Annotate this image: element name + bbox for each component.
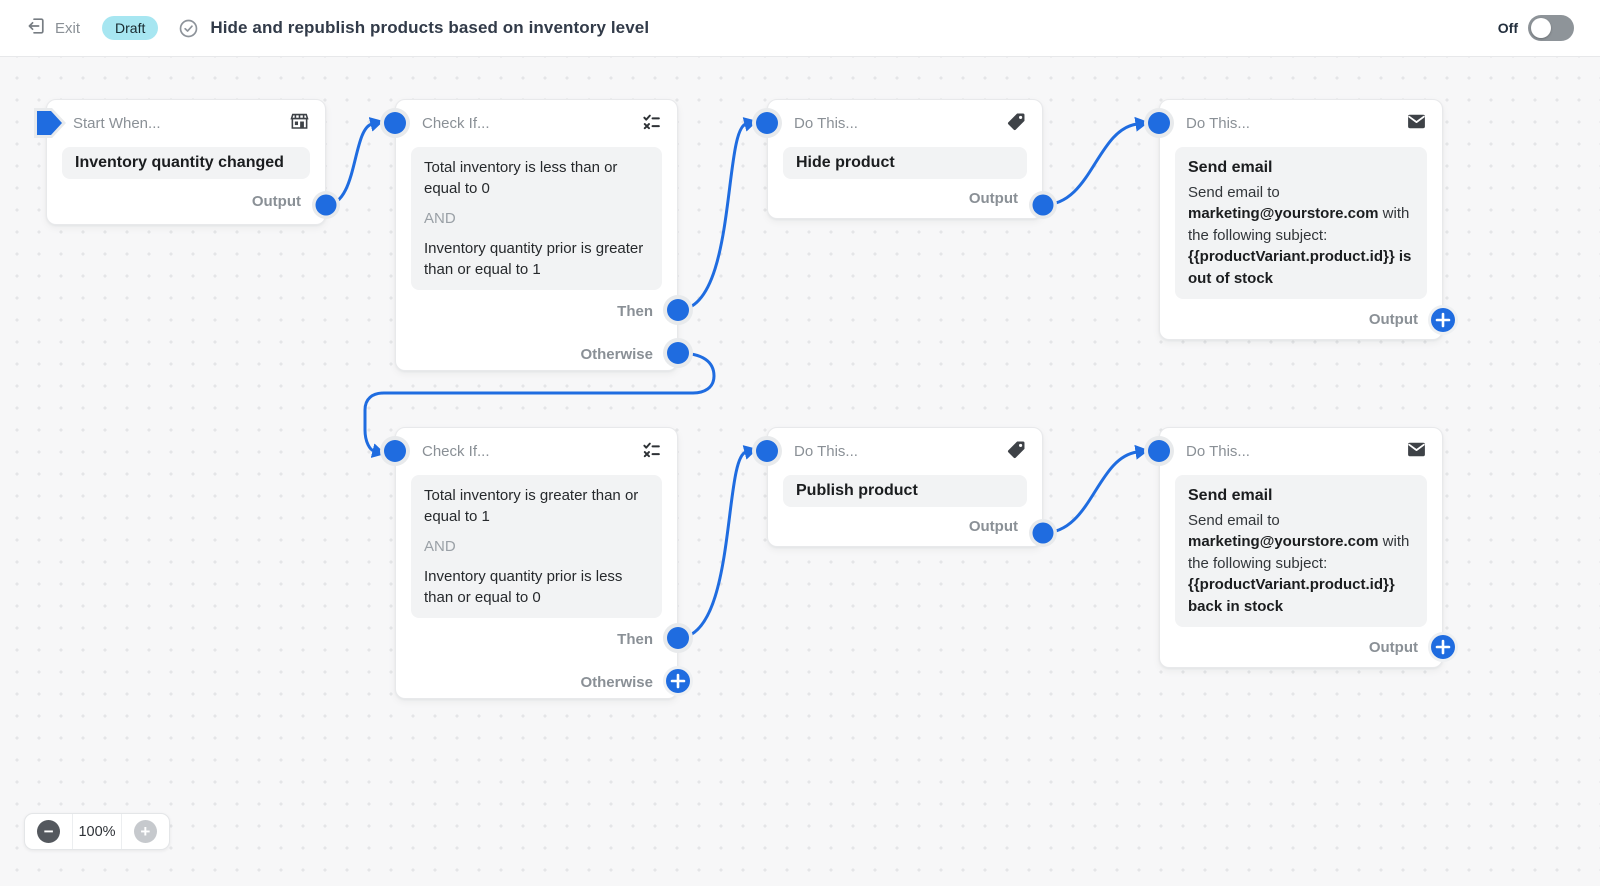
hide-output-label: Output (968, 190, 1018, 207)
email1-output-label: Output (1368, 310, 1418, 328)
then-label: Then (617, 303, 653, 320)
email-summary-box: Send email Send email to marketing@yours… (1175, 147, 1427, 299)
then-label: Then (617, 631, 653, 648)
checklist-icon (641, 439, 662, 465)
email-body: Send email to marketing@yourstore.com wi… (1188, 511, 1410, 615)
store-icon (289, 111, 310, 137)
top-bar: Exit Draft Hide and republish products b… (0, 0, 1600, 57)
publish-output-label: Output (968, 518, 1018, 535)
zoom-in-button[interactable]: + (133, 820, 157, 843)
condition-a: Total inventory is less than or equal to… (424, 159, 618, 197)
exit-button[interactable]: Exit (26, 16, 80, 41)
tag-icon (1006, 439, 1027, 465)
trigger-output-label: Output (251, 193, 301, 210)
check-circle-icon (178, 18, 199, 39)
trigger-value: Inventory quantity changed (62, 147, 310, 179)
exit-label: Exit (55, 19, 81, 37)
action-node-email-out-of-stock[interactable]: Do This... Send email Send email to mark… (1159, 99, 1443, 340)
email-body: Send email to marketing@yourstore.com wi… (1188, 183, 1412, 287)
workflow-enable-toggle[interactable] (1528, 15, 1574, 41)
workflow-status-label: Off (1497, 20, 1518, 36)
check1-header-label: Check If... (422, 115, 490, 132)
check2-header-label: Check If... (422, 443, 490, 460)
hide-header-label: Do This... (794, 115, 858, 132)
email-action-title: Send email (1188, 159, 1273, 176)
email1-header-label: Do This... (1186, 115, 1250, 132)
email-action-title: Send email (1188, 487, 1273, 504)
hide-action-value: Hide product (783, 147, 1027, 179)
zoom-controls: − 100% + (24, 813, 170, 850)
zoom-out-button[interactable]: − (37, 820, 61, 843)
exit-icon (26, 16, 46, 41)
condition-b: Inventory quantity prior is less than or… (424, 568, 623, 606)
tag-icon (1006, 111, 1027, 137)
mail-icon (1406, 111, 1427, 137)
email-summary-box: Send email Send email to marketing@yours… (1175, 475, 1427, 627)
trigger-node[interactable]: Start When... Inventory quantity changed… (46, 99, 326, 225)
action-node-publish-product[interactable]: Do This... Publish product Output (767, 427, 1043, 547)
trigger-header-label: Start When... (73, 115, 161, 132)
condition-operator: AND (424, 538, 456, 555)
status-badge: Draft (102, 16, 159, 40)
toggle-knob (1531, 18, 1551, 38)
condition-node-out-of-stock[interactable]: Check If... Total inventory is less than… (395, 99, 678, 371)
zoom-level: 100% (78, 823, 116, 840)
checklist-icon (641, 111, 662, 137)
action-node-hide-product[interactable]: Do This... Hide product Output (767, 99, 1043, 219)
condition-box: Total inventory is greater than or equal… (411, 475, 662, 618)
condition-node-back-in-stock[interactable]: Check If... Total inventory is greater t… (395, 427, 678, 699)
action-node-email-back-in-stock[interactable]: Do This... Send email Send email to mark… (1159, 427, 1443, 668)
otherwise-label: Otherwise (580, 346, 653, 363)
mail-icon (1406, 439, 1427, 465)
condition-box: Total inventory is less than or equal to… (411, 147, 662, 290)
condition-operator: AND (424, 210, 456, 227)
condition-a: Total inventory is greater than or equal… (424, 487, 639, 525)
publish-header-label: Do This... (794, 443, 858, 460)
workflow-title: Hide and republish products based on inv… (210, 18, 650, 37)
condition-b: Inventory quantity prior is greater than… (424, 240, 644, 278)
publish-action-value: Publish product (783, 475, 1027, 507)
email2-header-label: Do This... (1186, 443, 1250, 460)
email2-output-label: Output (1368, 638, 1418, 656)
otherwise-label: Otherwise (580, 674, 653, 691)
